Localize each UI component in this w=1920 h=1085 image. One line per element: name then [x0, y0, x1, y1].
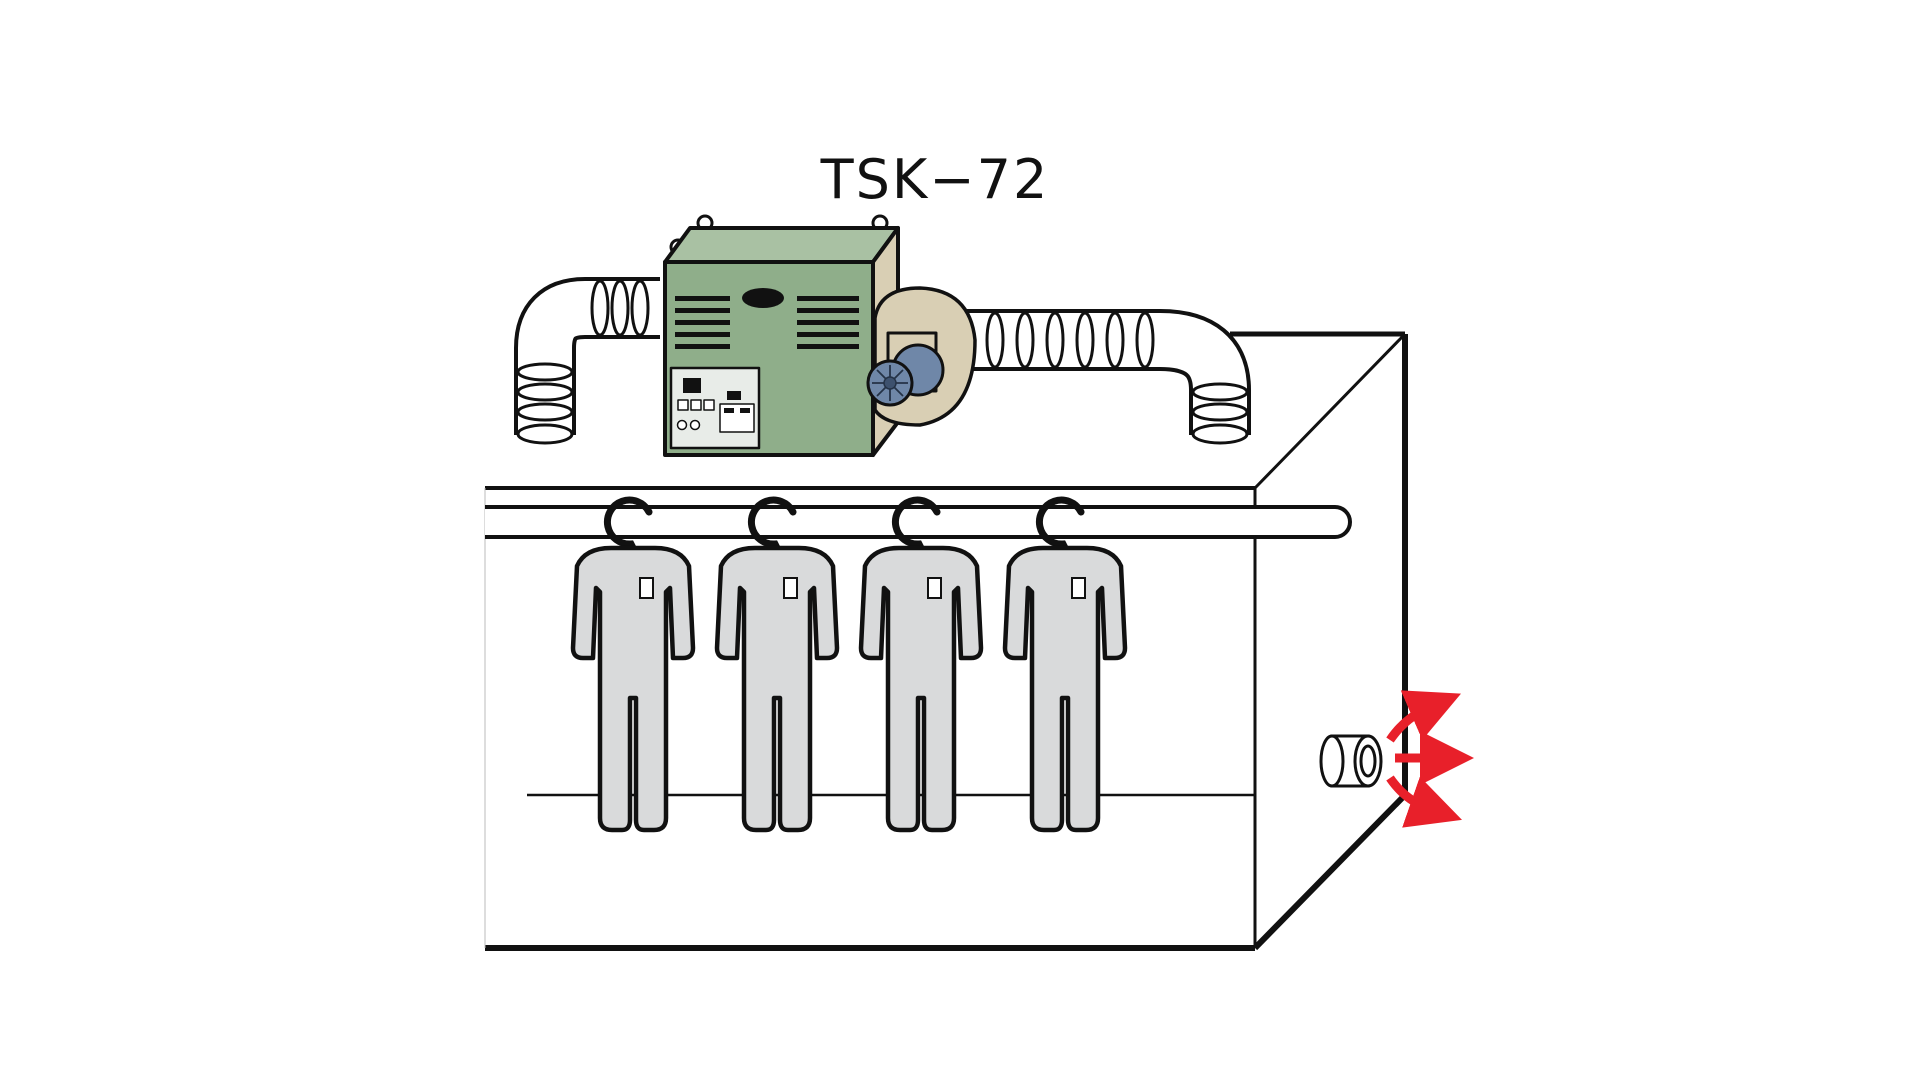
drying-room-box [484, 331, 1408, 951]
coverall-on-hanger-icon [1002, 496, 1128, 833]
hanger-hook [1036, 496, 1085, 552]
duct-left [514, 277, 660, 445]
coverall-pocket [639, 577, 654, 599]
airflow-arrows [1386, 690, 1474, 828]
heater-dryer-unit-icon [663, 214, 977, 457]
coverall-on-hanger-icon [858, 496, 984, 833]
coverall-pocket [1071, 577, 1086, 599]
coverall-body [570, 545, 696, 833]
hanger-hook [748, 496, 797, 552]
hanger-hook [892, 496, 941, 552]
airflow-arrow-icon [1386, 775, 1462, 828]
coverall-on-hanger-icon [570, 496, 696, 833]
coverall-body [1002, 545, 1128, 833]
coverall-pocket [783, 577, 798, 599]
blower-fan-icon [866, 286, 977, 427]
coverall-on-hanger-icon [714, 496, 840, 833]
model-label: TSK−72 [820, 148, 1050, 211]
coverall-body [858, 545, 984, 833]
airflow-arrow-icon [1386, 690, 1462, 743]
coverall-pocket [927, 577, 942, 599]
hanger-hook [604, 496, 653, 552]
exhaust-port-icon [1319, 734, 1383, 788]
garments-group [570, 496, 1128, 833]
duct-right [940, 309, 1251, 445]
coverall-body [714, 545, 840, 833]
hanging-rail [485, 505, 1352, 539]
